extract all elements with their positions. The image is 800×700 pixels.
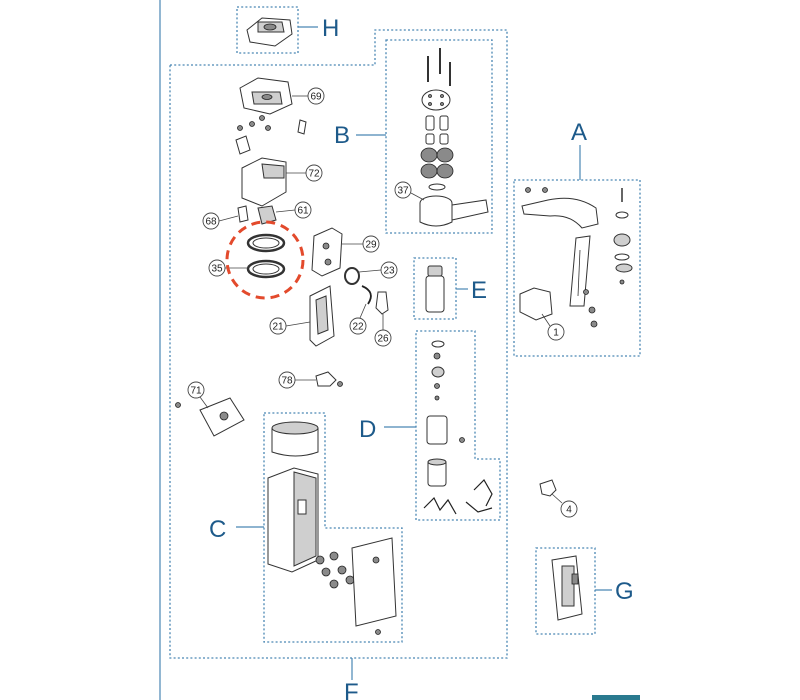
group-letter-a: A bbox=[571, 119, 587, 146]
callout-71-label: 71 bbox=[190, 386, 202, 397]
callout-22[interactable] bbox=[349, 317, 367, 335]
group-c[interactable]: C bbox=[209, 412, 403, 643]
part-1-cap: 1 bbox=[519, 287, 565, 341]
part-c-panel bbox=[351, 537, 397, 635]
callout-78-label: 78 bbox=[281, 376, 293, 387]
group-h-box bbox=[236, 6, 299, 54]
corner-bar bbox=[592, 695, 640, 700]
part-23: 23 bbox=[344, 261, 398, 285]
callout-4[interactable] bbox=[560, 500, 578, 518]
callout-1[interactable] bbox=[547, 323, 565, 341]
group-letter-e: E bbox=[471, 277, 487, 304]
part-e-cartridge bbox=[425, 265, 445, 313]
group-h[interactable]: H bbox=[236, 6, 339, 54]
callout-69-label: 69 bbox=[310, 92, 322, 103]
callout-35-label: 35 bbox=[211, 264, 223, 275]
part-h-housing bbox=[246, 17, 293, 47]
part-b-bolts bbox=[427, 48, 451, 86]
group-g[interactable]: G bbox=[535, 547, 634, 635]
part-37-arm: 37 bbox=[394, 181, 489, 227]
part-c-cap bbox=[271, 421, 319, 457]
part-c-housing bbox=[267, 467, 319, 573]
group-e[interactable]: E bbox=[413, 257, 487, 320]
callout-21-label: 21 bbox=[272, 322, 284, 333]
highlight-circle bbox=[225, 220, 305, 300]
part-71: 71 bbox=[175, 381, 245, 437]
part-72: 72 bbox=[241, 157, 323, 207]
part-g-module bbox=[551, 555, 583, 621]
part-78: 78 bbox=[278, 371, 343, 389]
callout-1-label: 1 bbox=[553, 328, 559, 339]
group-letter-h: H bbox=[322, 15, 339, 42]
callout-37[interactable] bbox=[394, 181, 412, 199]
group-g-box bbox=[535, 547, 596, 635]
part-68: 68 bbox=[202, 205, 249, 230]
part-29: 29 bbox=[311, 227, 380, 277]
callout-23-label: 23 bbox=[383, 266, 395, 277]
part-b-washer bbox=[428, 183, 446, 191]
callout-22-label: 22 bbox=[352, 322, 364, 333]
callout-37-label: 37 bbox=[397, 186, 409, 197]
group-b[interactable]: B 37 bbox=[334, 39, 493, 234]
group-a[interactable]: A 1 bbox=[513, 119, 641, 357]
part-4: 4 bbox=[539, 479, 578, 518]
callout-72-label: 72 bbox=[308, 169, 320, 180]
part-a-screws bbox=[525, 187, 623, 202]
part-21: 21 bbox=[269, 285, 335, 347]
part-b-gears bbox=[420, 147, 454, 179]
group-d[interactable]: D bbox=[359, 330, 501, 521]
group-letter-f: F bbox=[344, 679, 359, 700]
part-d-stack bbox=[426, 340, 465, 487]
group-letter-g: G bbox=[615, 578, 634, 605]
part-69: 69 bbox=[239, 77, 325, 115]
group-letter-b: B bbox=[334, 122, 350, 149]
group-f-box bbox=[169, 29, 508, 659]
group-letter-c: C bbox=[209, 516, 226, 543]
part-a-arm bbox=[521, 197, 599, 307]
part-a-hardware bbox=[583, 211, 633, 328]
part-d-wiring bbox=[423, 479, 493, 515]
part-35-gaskets: 35 bbox=[208, 233, 286, 279]
group-c-box bbox=[263, 412, 403, 643]
part-screws-69 bbox=[235, 115, 307, 155]
callout-4-label: 4 bbox=[566, 505, 572, 516]
part-22: 22 bbox=[349, 285, 372, 335]
callout-29-label: 29 bbox=[365, 240, 377, 251]
callout-68-label: 68 bbox=[205, 217, 217, 228]
part-b-flange bbox=[421, 89, 451, 111]
part-26: 26 bbox=[374, 291, 392, 347]
group-a-box bbox=[513, 179, 641, 357]
callout-71[interactable] bbox=[187, 381, 205, 399]
part-61: 61 bbox=[257, 201, 312, 225]
part-b-clips bbox=[425, 115, 449, 145]
group-letter-d: D bbox=[359, 416, 376, 443]
group-b-box bbox=[385, 39, 493, 234]
part-c-knobs bbox=[315, 551, 355, 589]
group-d-box bbox=[415, 330, 501, 521]
callout-26-label: 26 bbox=[377, 334, 389, 345]
callout-61-label: 61 bbox=[297, 206, 309, 217]
group-f[interactable]: F bbox=[169, 29, 508, 700]
